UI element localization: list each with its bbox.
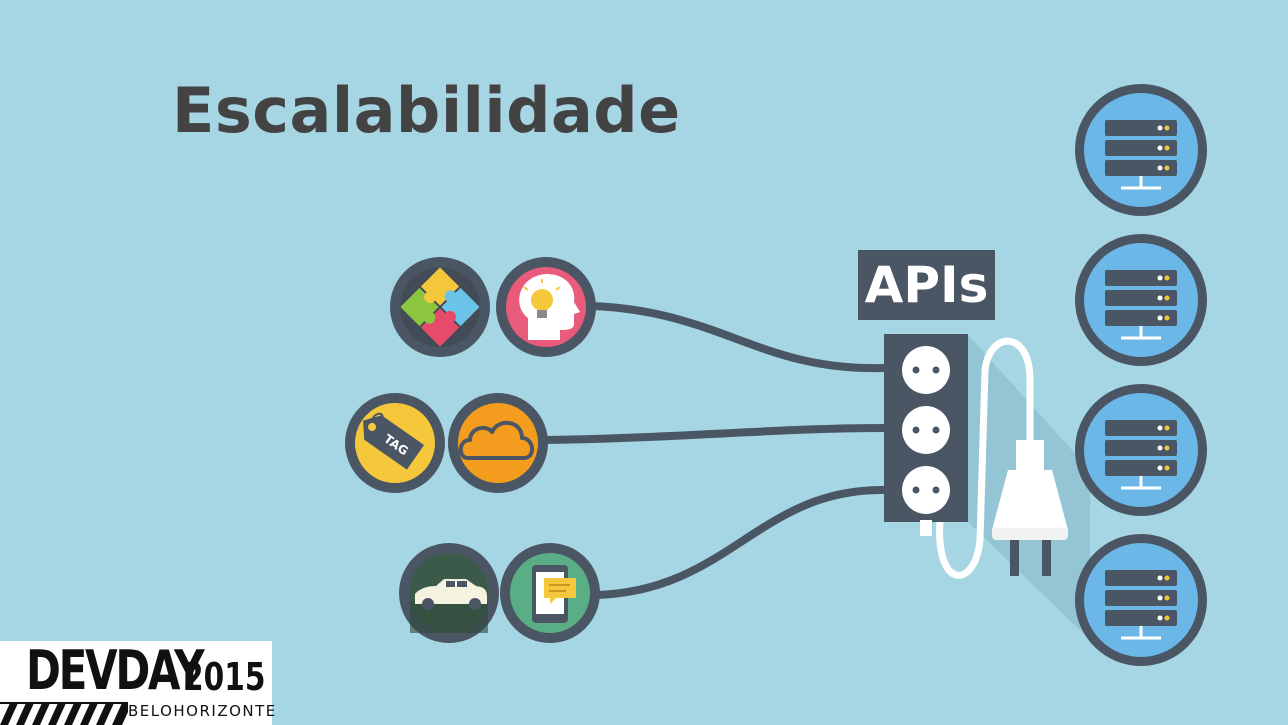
devday-logo: DEVDAY 2015 BELOHORIZONTE xyxy=(0,639,275,725)
logo-city: BELOHORIZONTE xyxy=(128,702,277,720)
plug-icon xyxy=(992,440,1068,576)
power-cord xyxy=(936,337,1034,579)
smartphone-chat-icon xyxy=(500,543,600,643)
slide-title: Escalabilidade xyxy=(172,74,681,147)
logo-stripes xyxy=(0,702,128,725)
cloud-icon xyxy=(448,393,548,493)
server-icon xyxy=(1075,534,1207,666)
car-icon xyxy=(399,543,499,643)
cables xyxy=(541,302,889,599)
lightbulb-head-icon xyxy=(496,257,596,357)
logo-year: 2015 xyxy=(183,655,266,699)
server-icon xyxy=(1075,84,1207,216)
server-icon xyxy=(1075,234,1207,366)
apis-label: APIs xyxy=(858,250,995,320)
server-icon xyxy=(1075,384,1207,516)
price-tag-icon: TAG xyxy=(345,393,445,493)
logo-name: DEVDAY xyxy=(26,639,205,702)
puzzle-icon xyxy=(390,257,490,357)
power-strip-icon xyxy=(884,334,968,536)
